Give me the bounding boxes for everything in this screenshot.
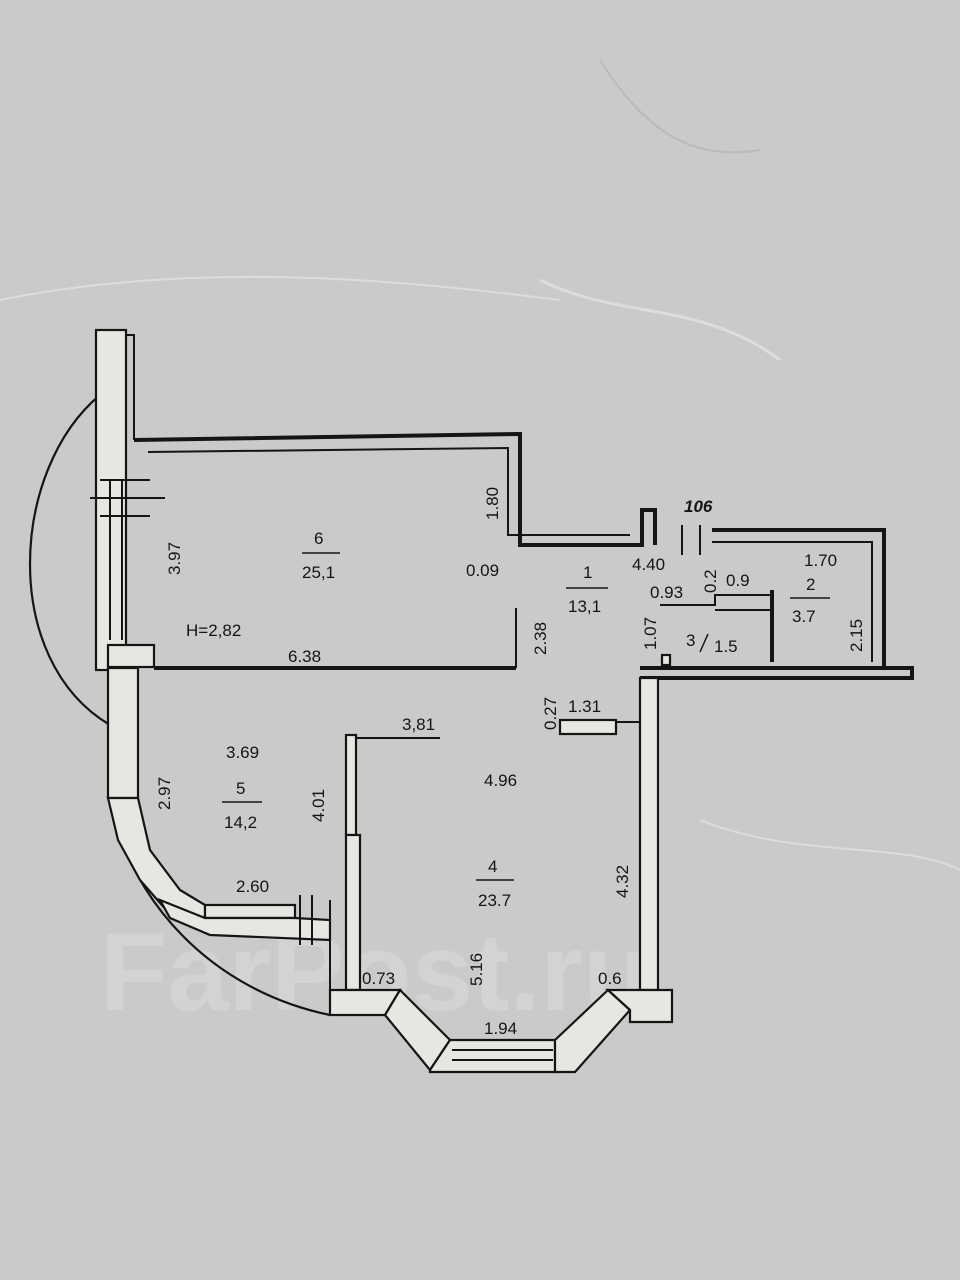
dim-3-97: 3.97 bbox=[165, 542, 184, 575]
svg-text:23.7: 23.7 bbox=[478, 891, 511, 910]
dim-6-38: 6.38 bbox=[288, 647, 321, 666]
svg-text:14,2: 14,2 bbox=[224, 813, 257, 832]
dim-2-15: 2.15 bbox=[847, 619, 866, 652]
dim-1-94: 1.94 bbox=[484, 1019, 517, 1038]
dim-0-9: 0.9 bbox=[726, 571, 750, 590]
walls bbox=[90, 328, 914, 1074]
room-3-label: 3 1.5 bbox=[686, 631, 738, 656]
room-1-label: 1 13,1 bbox=[566, 563, 608, 616]
room-2-label: 2 3.7 bbox=[790, 575, 830, 626]
dim-0-27: 0.27 bbox=[541, 697, 560, 730]
dimension-labels: 3.97 1.80 0.09 2.38 6.38 4.40 106 1.70 0… bbox=[155, 487, 866, 1038]
svg-text:5: 5 bbox=[236, 779, 245, 798]
dim-3-81: 3,81 bbox=[402, 715, 435, 734]
dim-1-80: 1.80 bbox=[483, 487, 502, 520]
paper-creases bbox=[0, 59, 960, 871]
dim-4-32: 4.32 bbox=[613, 865, 632, 898]
ceiling-height-label: H=2,82 bbox=[186, 621, 241, 640]
dim-0-6: 0.6 bbox=[598, 969, 622, 988]
room-4-label: 4 23.7 bbox=[476, 857, 514, 910]
dim-2-38: 2.38 bbox=[531, 622, 550, 655]
dim-5-16: 5.16 bbox=[467, 953, 486, 986]
room-5-label: 5 14,2 bbox=[222, 779, 262, 832]
dim-2-97: 2.97 bbox=[155, 777, 174, 810]
svg-text:3: 3 bbox=[686, 631, 695, 650]
svg-text:25,1: 25,1 bbox=[302, 563, 335, 582]
dim-4-96: 4.96 bbox=[484, 771, 517, 790]
svg-text:2: 2 bbox=[806, 575, 815, 594]
svg-text:13,1: 13,1 bbox=[568, 597, 601, 616]
dim-1-31: 1.31 bbox=[568, 697, 601, 716]
dim-1-70: 1.70 bbox=[804, 551, 837, 570]
dim-106: 106 bbox=[684, 497, 713, 516]
dim-1-07: 1.07 bbox=[641, 617, 660, 650]
svg-text:1: 1 bbox=[583, 563, 592, 582]
room-6-label: 6 25,1 bbox=[302, 529, 340, 582]
svg-text:1.5: 1.5 bbox=[714, 637, 738, 656]
svg-text:6: 6 bbox=[314, 529, 323, 548]
dim-3-69: 3.69 bbox=[226, 743, 259, 762]
dim-2-60: 2.60 bbox=[236, 877, 269, 896]
dim-0-2: 0.2 bbox=[701, 569, 720, 593]
svg-text:4: 4 bbox=[488, 857, 497, 876]
svg-text:3.7: 3.7 bbox=[792, 607, 816, 626]
dim-4-01: 4.01 bbox=[309, 789, 328, 822]
room-labels: 6 25,1 1 13,1 2 3.7 3 1.5 4 23.7 5 14,2 bbox=[186, 529, 830, 910]
upper-balcony-arc bbox=[29, 394, 111, 726]
dim-0-93: 0.93 bbox=[650, 583, 683, 602]
dim-0-73: 0.73 bbox=[362, 969, 395, 988]
dim-4-40: 4.40 bbox=[632, 555, 665, 574]
dim-0-09: 0.09 bbox=[466, 561, 499, 580]
